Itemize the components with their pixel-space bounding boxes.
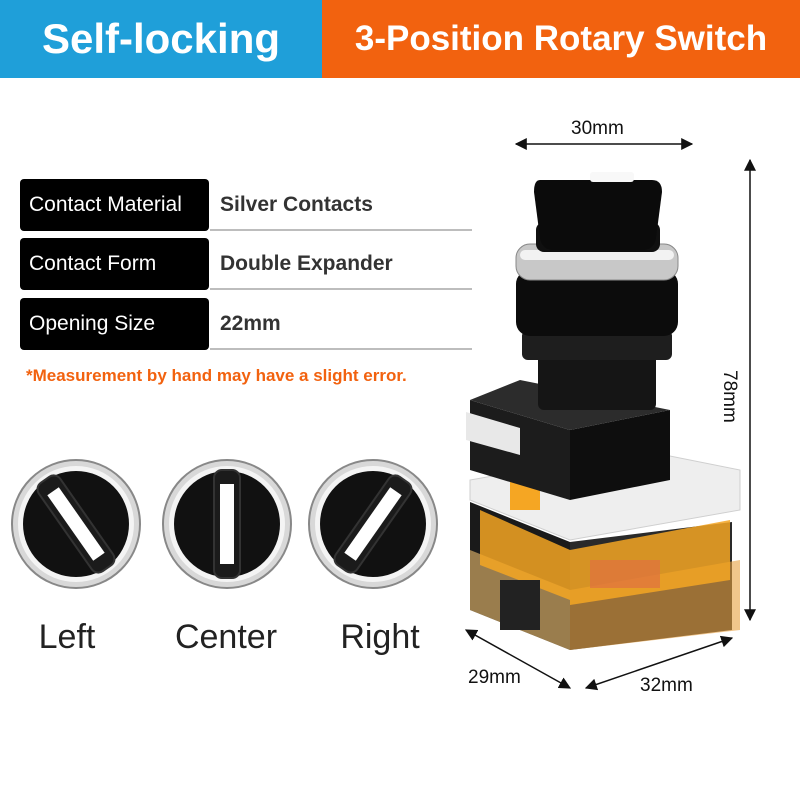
- position-label-right: Right: [340, 618, 420, 656]
- dimension-depth: 29mm: [468, 667, 521, 688]
- knob-left-illustration: [11, 459, 141, 589]
- banner-right: 3-Position Rotary Switch: [322, 0, 800, 78]
- banner-left: Self-locking: [0, 0, 322, 78]
- knob-center-illustration: [162, 459, 292, 589]
- spec-divider: [210, 229, 472, 231]
- spec-row-opening-size: Opening Size 22mm: [20, 298, 472, 350]
- spec-label: Contact Material: [20, 179, 209, 231]
- spec-row-contact-form: Contact Form Double Expander: [20, 238, 472, 290]
- rotary-switch-product-illustration: [464, 138, 756, 691]
- banner-left-title: Self-locking: [41, 15, 281, 62]
- spec-label: Contact Form: [20, 238, 209, 290]
- spec-value: Double Expander: [220, 252, 393, 275]
- dimension-height: 78mm: [719, 370, 740, 423]
- dimension-width-top: 30mm: [571, 118, 624, 139]
- knob-right-illustration: [308, 459, 438, 589]
- spec-divider: [210, 288, 472, 290]
- spec-value: Silver Contacts: [220, 193, 373, 216]
- spec-value: 22mm: [220, 312, 281, 335]
- spec-divider: [210, 348, 472, 350]
- position-label-left: Left: [38, 618, 96, 656]
- dimension-width-bottom: 32mm: [640, 675, 693, 696]
- spec-label: Opening Size: [20, 298, 209, 350]
- banner-right-title: 3-Position Rotary Switch: [354, 19, 768, 58]
- spec-row-contact-material: Contact Material Silver Contacts: [20, 179, 472, 231]
- measurement-note: *Measurement by hand may have a slight e…: [26, 366, 407, 385]
- position-label-center: Center: [174, 618, 278, 656]
